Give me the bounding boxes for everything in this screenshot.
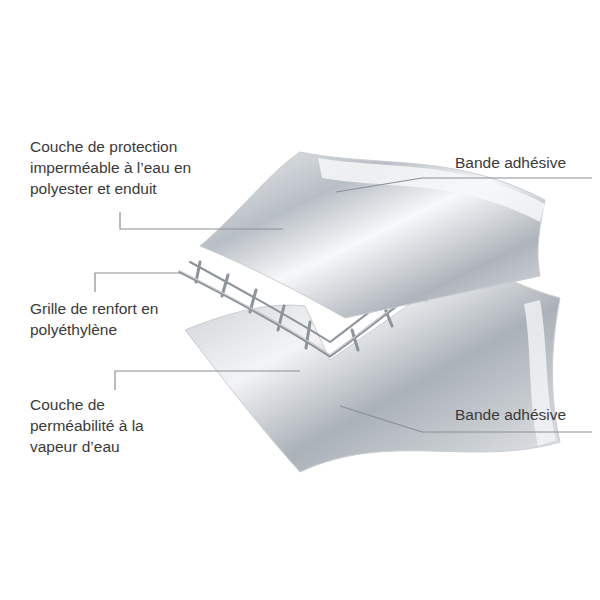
protection-layer <box>200 152 545 318</box>
leader-lines <box>95 178 592 432</box>
layer-label: Couche de protection imperméable à l’eau… <box>30 136 218 199</box>
layer-label: Grille de renfort en polyéthylène <box>30 298 166 340</box>
layer-label: Couche de perméabilité à la vapeur d’eau <box>30 394 172 457</box>
adhesive-strip-bottom <box>524 300 556 446</box>
part-label: Bande adhésive <box>455 404 595 425</box>
part-label: Bande adhésive <box>455 152 595 173</box>
